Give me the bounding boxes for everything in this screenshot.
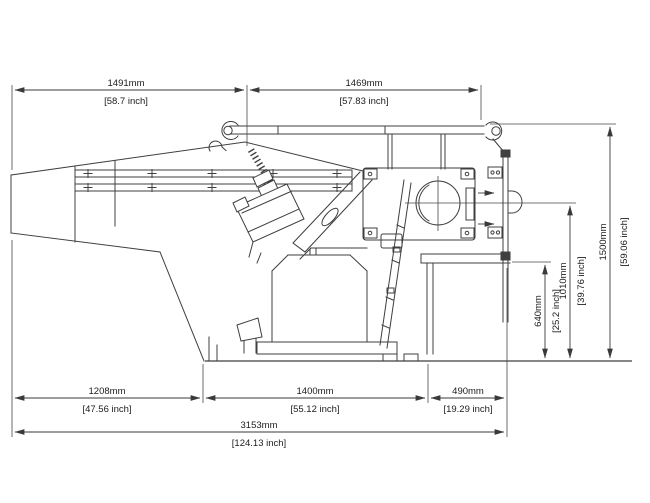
dim-bottom-right-mm: 490mm — [452, 386, 484, 397]
dim-right-1500-inch: [59.06 inch] — [619, 217, 630, 266]
dim-bottom-left-inch: [47.56 inch] — [82, 404, 131, 415]
dim-right-640-inch: [25.2 inch] — [551, 289, 562, 333]
center-line — [405, 176, 515, 231]
right-lifting-lug-icon — [491, 126, 501, 136]
hanger-hook-icon — [208, 140, 227, 152]
motor-assembly — [232, 148, 305, 264]
bolt-cross-marks — [83, 169, 342, 192]
support-arm — [292, 171, 373, 253]
handle-icon — [507, 190, 523, 214]
motor-body — [235, 183, 305, 243]
dim-right-640-mm: 640mm — [533, 295, 544, 327]
trough-deck-line — [10, 141, 364, 176]
dim-right-1010-mm: 1010mm — [558, 262, 569, 299]
arm-slot — [321, 207, 339, 227]
dim-right-1010-inch: [39.76 inch] — [576, 256, 587, 305]
trough-bottom-line — [10, 232, 205, 362]
dim-top-left-inch: [58.7 inch] — [104, 96, 148, 107]
dim-bottom-right-inch: [19.29 inch] — [443, 404, 492, 415]
dim-right-1500-mm: 1500mm — [598, 223, 609, 260]
extension-lines — [11, 85, 616, 437]
dim-top-left-mm: 1491mm — [108, 78, 145, 89]
machine-side-view — [10, 121, 632, 362]
suspension-rail — [208, 121, 505, 170]
dimension-lines — [14, 87, 613, 435]
support-pedestal — [236, 247, 398, 355]
dim-bottom-mid-mm: 1400mm — [297, 386, 334, 397]
base-plate — [256, 341, 398, 355]
dimension-labels: 1491mm [58.7 inch] 1469mm [57.83 inch] 6… — [82, 78, 630, 449]
dim-overall-mm: 3153mm — [241, 420, 278, 431]
drive-housing — [362, 167, 515, 349]
right-support — [382, 253, 511, 362]
dim-top-right-mm: 1469mm — [346, 78, 383, 89]
dim-overall-inch: [124.13 inch] — [232, 438, 286, 449]
dim-bottom-mid-inch: [55.12 inch] — [290, 404, 339, 415]
discharge-side-plate — [478, 149, 523, 323]
dim-top-right-inch: [57.83 inch] — [339, 96, 388, 107]
dim-bottom-left-mm: 1208mm — [89, 386, 126, 397]
left-lifting-lug-icon — [223, 125, 233, 136]
